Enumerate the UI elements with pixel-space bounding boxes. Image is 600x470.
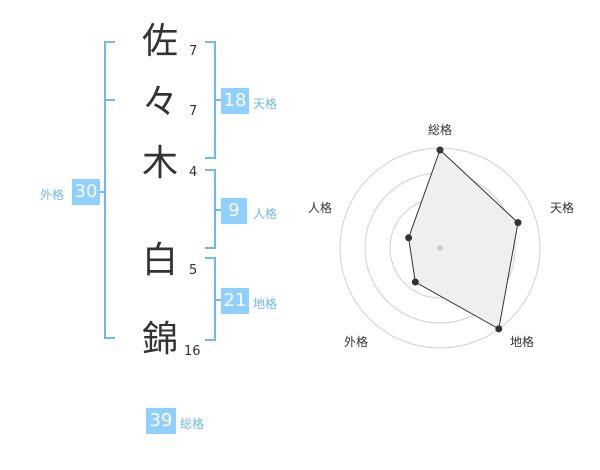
name-char-3: 木	[141, 143, 178, 184]
tenkaku-bracket	[205, 41, 216, 159]
stroke-count-4: 5	[189, 263, 198, 278]
radar-point	[495, 325, 503, 333]
jinkaku-label: 人格	[253, 207, 278, 221]
gaikaku-bracket	[104, 41, 115, 339]
soukaku-badge: 39	[146, 408, 176, 434]
radar-point	[436, 146, 444, 154]
stroke-count-2: 7	[189, 104, 198, 119]
name-char-4: 白	[141, 240, 178, 281]
radar-points	[405, 146, 522, 333]
name-char-5: 錦	[141, 319, 178, 360]
radar-point	[514, 219, 522, 227]
name-char-2: 々	[141, 82, 178, 123]
soukaku-label: 総格	[180, 417, 205, 431]
gaikaku-label: 外格	[40, 188, 65, 202]
axis-label-jinkaku: 人格	[308, 200, 332, 215]
stroke-count-3: 4	[189, 165, 198, 180]
radar-point	[411, 278, 419, 286]
axis-label-soukaku: 総格	[428, 122, 452, 137]
tenkaku-label: 天格	[253, 97, 278, 111]
name-char-1: 佐	[141, 21, 178, 62]
gaikaku-badge: 30	[72, 179, 100, 205]
chikaku-bracket	[205, 257, 216, 341]
radar-center-dot	[437, 245, 443, 251]
tenkaku-badge: 18	[221, 88, 249, 114]
jinkaku-bracket	[205, 169, 216, 249]
radar-area	[408, 149, 519, 330]
axis-label-tenkaku: 天格	[550, 200, 574, 215]
stroke-count-5: 16	[184, 344, 201, 359]
axis-label-gaikaku: 外格	[344, 334, 368, 349]
chikaku-label: 地格	[253, 297, 278, 311]
stroke-count-1: 7	[189, 44, 198, 59]
radar-point	[405, 234, 413, 242]
chikaku-badge: 21	[221, 288, 249, 314]
axis-label-chikaku: 地格	[510, 334, 534, 349]
jinkaku-badge: 9	[221, 198, 247, 224]
radar-chart: 総格 天格 地格 外格 人格	[308, 122, 574, 349]
